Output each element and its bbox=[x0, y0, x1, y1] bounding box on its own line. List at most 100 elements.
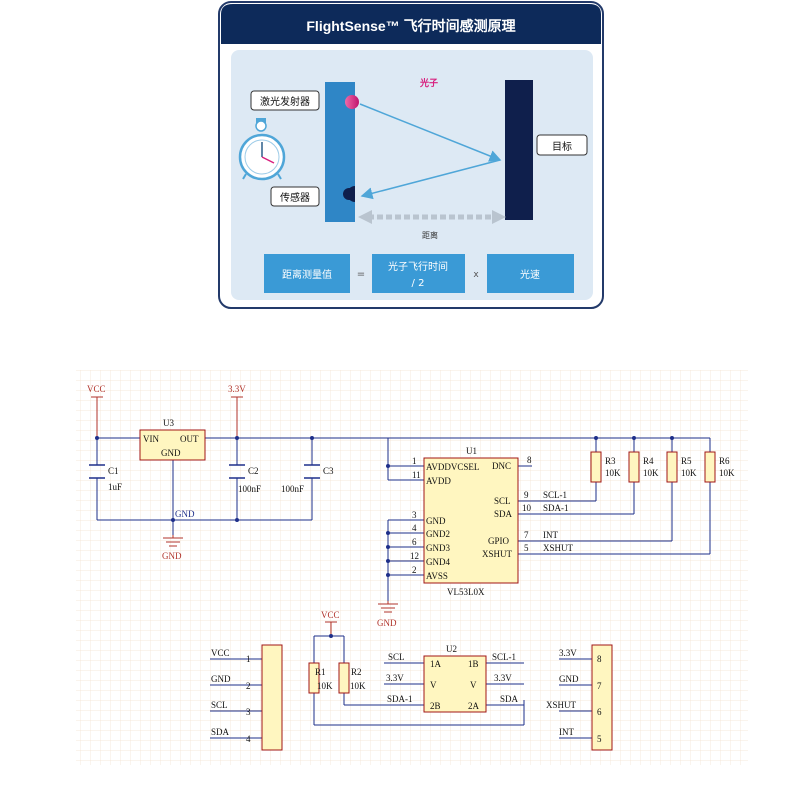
connector-right-pin: 5 bbox=[597, 734, 602, 744]
connector-left-net: SDA bbox=[211, 727, 230, 737]
sensor-label-box bbox=[270, 186, 320, 207]
r6-ref: R6 bbox=[719, 456, 730, 466]
u1-net: XSHUT bbox=[543, 543, 574, 553]
connector-right-pin: 6 bbox=[597, 707, 602, 717]
u1-pin-num: 1 bbox=[412, 456, 417, 466]
emitter-label-box bbox=[250, 90, 320, 111]
u1-pin-name: GND3 bbox=[426, 543, 450, 553]
target-label-box bbox=[536, 134, 588, 156]
photon-label: 光子 bbox=[419, 77, 438, 89]
u1-pin-num: 9 bbox=[524, 490, 529, 500]
u1-pin-num: 2 bbox=[412, 565, 417, 575]
vcc-top-label: VCC bbox=[87, 384, 106, 394]
u2-level-shifter bbox=[423, 655, 487, 713]
distance-label: 距离 bbox=[422, 230, 438, 240]
connector-left-net: SCL bbox=[211, 700, 228, 710]
connector-left-net: VCC bbox=[211, 648, 230, 658]
u1-pin-name: GND4 bbox=[426, 557, 450, 567]
u2-pin-right: V bbox=[470, 680, 477, 690]
u2-net-right: SCL-1 bbox=[492, 652, 516, 662]
power-wires bbox=[91, 396, 337, 636]
gnd-center-label: GND bbox=[162, 551, 182, 561]
infographic-body bbox=[231, 50, 593, 300]
formula-distance: 距离测量值 bbox=[282, 268, 332, 281]
connector-right bbox=[591, 644, 613, 751]
formula-distance-box bbox=[264, 254, 350, 293]
u2-pin-left: 2B bbox=[430, 701, 441, 711]
connector-left bbox=[261, 644, 283, 751]
u1-pin-name: AVDD bbox=[426, 476, 451, 486]
u3-pin-out: OUT bbox=[180, 434, 199, 444]
u2-net-left: SDA-1 bbox=[387, 694, 413, 704]
u2-pin-left: 1A bbox=[430, 659, 442, 669]
connector-right-net: INT bbox=[559, 727, 574, 737]
u3-pin-gnd: GND bbox=[161, 448, 181, 458]
gnd-left-label: GND bbox=[175, 509, 195, 519]
ground-symbols bbox=[163, 535, 398, 613]
r6-value: 10K bbox=[719, 468, 735, 478]
u1-pin-name: GND2 bbox=[426, 529, 450, 539]
r1-value: 10K bbox=[317, 681, 333, 691]
u1-pin-num: 8 bbox=[527, 455, 532, 465]
u1-pin-name: AVDDVCSEL bbox=[426, 462, 479, 472]
u1-pin-num: 7 bbox=[524, 530, 529, 540]
schematic: VCC 3.3V VCC bbox=[76, 370, 748, 765]
u2-pin-right: 2A bbox=[468, 701, 480, 711]
u1-pin-num: 11 bbox=[412, 470, 421, 480]
capacitor-c3 bbox=[304, 464, 320, 479]
c1-ref: C1 bbox=[108, 466, 119, 476]
u1-pin-name: GND bbox=[426, 516, 446, 526]
u2-net-left: 3.3V bbox=[386, 673, 404, 683]
capacitor-c1 bbox=[89, 464, 105, 479]
u1-right-pins: DNC 8 SCL 9 SCL-1 SDA 10 SDA-1 GPIO 7 IN… bbox=[482, 455, 574, 559]
c3-value: 100nF bbox=[281, 484, 304, 494]
u2-net-right: 3.3V bbox=[494, 673, 512, 683]
r2-value: 10K bbox=[350, 681, 366, 691]
junctions bbox=[95, 436, 674, 638]
formula-flighttime: 光子飞行时间 bbox=[388, 260, 448, 273]
formula-times: x bbox=[473, 270, 479, 280]
u1-ref: U1 bbox=[466, 446, 477, 456]
connector-left-pin: 4 bbox=[246, 734, 251, 744]
u3-pin-vin: VIN bbox=[143, 434, 159, 444]
formula-equals: = bbox=[357, 269, 365, 280]
u3-regulator bbox=[139, 429, 206, 461]
title-bar bbox=[221, 4, 601, 44]
tof-infographic: FlightSense™ 飞行时间感测原理 光子 距离 bbox=[218, 1, 604, 309]
resistor-r4 bbox=[628, 451, 640, 483]
c2-value: 100nF bbox=[238, 484, 261, 494]
schematic-wires bbox=[96, 437, 711, 739]
sensor-label: 传感器 bbox=[280, 191, 310, 204]
u1-net: INT bbox=[543, 530, 558, 540]
u1-net: SDA-1 bbox=[543, 503, 569, 513]
u1-pin-name: SCL bbox=[494, 496, 511, 506]
u1-pin-num: 3 bbox=[412, 510, 417, 520]
laser-return-line bbox=[360, 159, 501, 200]
target-bar bbox=[505, 80, 533, 220]
connector-left-pin: 2 bbox=[246, 681, 251, 691]
connector-left-net: GND bbox=[211, 674, 231, 684]
connector-right-pin: 8 bbox=[597, 654, 602, 664]
connector-right-net: GND bbox=[559, 674, 579, 684]
u1-vl53l0x bbox=[423, 457, 519, 584]
photon-emitter-dot bbox=[345, 95, 359, 109]
u1-left-pins: 1 AVDDVCSEL 11 AVDD 3 GND 4 GND2 6 GND3 … bbox=[410, 456, 479, 581]
u1-pin-name: GPIO bbox=[488, 536, 510, 546]
resistor-r2 bbox=[338, 662, 350, 694]
r4-value: 10K bbox=[643, 468, 659, 478]
r3-value: 10K bbox=[605, 468, 621, 478]
sensor-receiver-dot bbox=[343, 188, 355, 200]
r2-ref: R2 bbox=[351, 667, 362, 677]
resistor-r3 bbox=[590, 451, 602, 483]
u1-part: VL53L0X bbox=[447, 587, 485, 597]
u1-pin-name: AVSS bbox=[426, 571, 448, 581]
u1-pin-num: 5 bbox=[524, 543, 529, 553]
u1-pin-num: 10 bbox=[522, 503, 532, 513]
u1-net: SCL-1 bbox=[543, 490, 567, 500]
r1-ref: R1 bbox=[315, 667, 326, 677]
u1-pin-name: SDA bbox=[494, 509, 513, 519]
v33-top-label: 3.3V bbox=[228, 384, 246, 394]
c1-value: 1uF bbox=[108, 482, 122, 492]
connector-right-net: XSHUT bbox=[546, 700, 577, 710]
formula-flighttime-box bbox=[372, 254, 465, 293]
